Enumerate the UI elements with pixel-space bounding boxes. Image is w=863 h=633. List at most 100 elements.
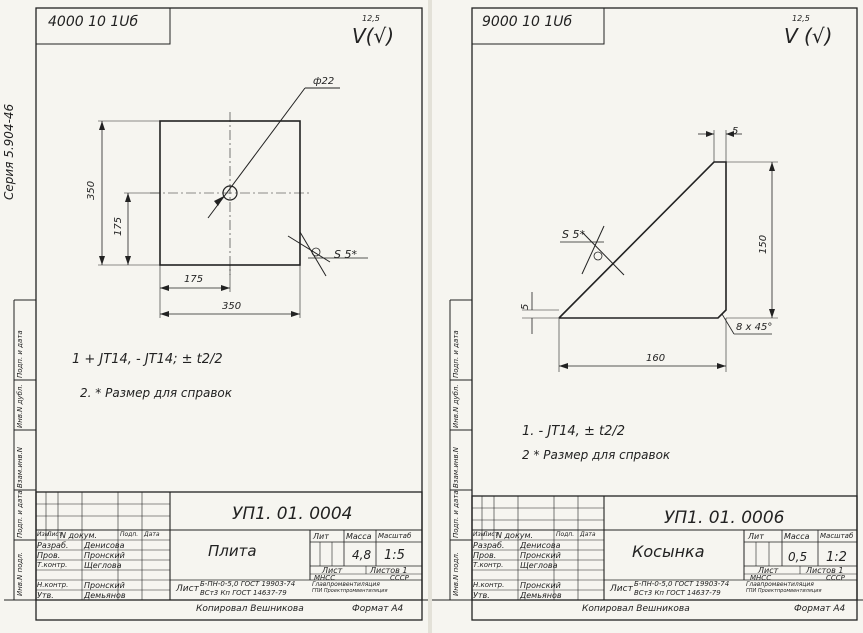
right-row-role-3: Т.контр. xyxy=(473,561,504,569)
right-role-list: Лист xyxy=(483,531,499,538)
right-row-name-4: Пронский xyxy=(520,581,561,590)
left-drawing-lines xyxy=(4,7,428,621)
right-org-2: СССР xyxy=(826,574,845,582)
left-row-role-5: Утв. xyxy=(37,591,54,600)
right-part-name: Косынка xyxy=(632,542,705,561)
left-corner-code: 4000 10 1Uб xyxy=(48,14,139,30)
left-roughness-value: 12,5 xyxy=(362,14,380,23)
drawing-sheet-left: 4000 10 1Uб 12,5 V(√) Серия 5.904-46 ф22… xyxy=(0,0,428,633)
right-material-2: ВСт3 Кп ГОСТ 14637-79 xyxy=(634,589,721,597)
right-row-role-4: Н.контр. xyxy=(473,581,505,589)
dim-175-vertical: 175 xyxy=(113,216,124,236)
left-footer-format: Формат А4 xyxy=(352,604,404,614)
right-mass: 0,5 xyxy=(788,550,808,564)
side-label-sign-2: Подп. и дата xyxy=(16,330,24,378)
right-side-label-sign-2: Подп. и дата xyxy=(452,330,460,378)
left-designation: УП1. 01. 0004 xyxy=(232,504,353,524)
left-material-1: Б-ПН-0-5,0 ГОСТ 19903-74 xyxy=(200,580,296,588)
note-tolerances: 1 + JT14, - JT14; ± t2/2 xyxy=(72,352,223,367)
left-row-name-3: Щеглова xyxy=(84,561,122,570)
right-row-role-2: Пров. xyxy=(473,551,497,560)
right-material-prefix: Лист xyxy=(610,584,633,594)
side-label-sign: Подп. и дата xyxy=(16,490,24,538)
drawing-sheet-right: 9000 10 1Uб 12,5 V (√) 5 150 5 8 x 45° 1… xyxy=(432,0,863,633)
left-org-2: СССР xyxy=(390,574,409,582)
left-role-sign: Подп. xyxy=(120,531,139,538)
sheet-divider xyxy=(428,0,432,633)
left-role-izm: Изм. xyxy=(37,531,52,538)
left-org-4: ГПИ Проектпромвентиляция xyxy=(312,588,388,594)
dim-175-horizontal: 175 xyxy=(184,274,204,285)
dim-350-horizontal: 350 xyxy=(222,301,242,312)
right-row-name-3: Щеглова xyxy=(520,561,558,570)
left-role-list: Лист xyxy=(47,531,63,538)
dim-350-vertical: 350 xyxy=(86,180,97,200)
right-side-label-dup: Инв.N дубл. xyxy=(452,384,460,428)
left-row-role-2: Пров. xyxy=(37,551,61,560)
left-sheets-label: Листов 1 xyxy=(370,566,408,575)
left-row-role-3: Т.контр. xyxy=(37,561,68,569)
left-row-name-1: Денисова xyxy=(84,541,125,550)
right-scale: 1:2 xyxy=(826,550,847,565)
right-org-1: МНСС xyxy=(750,574,772,582)
right-row-name-5: Демьянов xyxy=(520,591,562,600)
side-label-replace: Взам.инв.N xyxy=(16,446,24,488)
left-scale: 1:5 xyxy=(384,548,405,563)
right-roughness-value: 12,5 xyxy=(792,14,810,23)
right-roughness-symbol: V (√) xyxy=(784,24,833,48)
right-scale-label: Масштаб xyxy=(820,532,854,540)
left-sheet-label: Лист xyxy=(322,566,343,575)
right-row-role-1: Разраб. xyxy=(473,541,505,550)
right-sheets-label: Листов 1 xyxy=(806,566,844,575)
right-drawing-lines xyxy=(432,7,863,621)
right-role-date: Дата xyxy=(580,531,596,538)
left-row-name-4: Пронский xyxy=(84,581,125,590)
left-org-3: Главпромвентиляция xyxy=(312,581,380,588)
right-role-sign: Подп. xyxy=(556,531,575,538)
side-label-inv: Инв.N подл. xyxy=(16,551,24,596)
right-weld-label: S 5* xyxy=(562,228,585,241)
dim-diameter: ф22 xyxy=(313,76,335,87)
right-dim-5-top: 5 xyxy=(732,126,739,137)
right-side-label-sign: Подп. и дата xyxy=(452,490,460,538)
right-org-4: ГПИ Проектпромвентиляция xyxy=(746,588,822,594)
side-label-dup: Инв.N дубл. xyxy=(16,384,24,428)
left-scale-label: Масштаб xyxy=(378,532,412,540)
right-dim-150: 150 xyxy=(758,234,769,254)
right-footer-copied: Копировал Вешникова xyxy=(582,604,690,614)
left-org-1: МНСС xyxy=(314,574,336,582)
right-dim-5-left: 5 xyxy=(520,303,531,310)
left-mass: 4,8 xyxy=(352,548,372,562)
left-material-2: ВСт3 Кп ГОСТ 14637-79 xyxy=(200,589,287,597)
right-org-3: Главпромвентиляция xyxy=(746,581,814,588)
right-role-izm: Изм. xyxy=(473,531,488,538)
right-row-name-2: Пронский xyxy=(520,551,561,560)
right-note-reference: 2 * Размер для справок xyxy=(522,448,671,462)
left-lit-label: Лит xyxy=(313,532,329,541)
right-mass-label: Масса xyxy=(784,532,810,541)
left-row-name-2: Пронский xyxy=(84,551,125,560)
left-material-prefix: Лист xyxy=(176,584,199,594)
right-sheet-label: Лист xyxy=(758,566,779,575)
right-row-name-1: Денисова xyxy=(520,541,561,550)
note-reference: 2. * Размер для справок xyxy=(80,386,232,400)
right-note-tolerances: 1. - JT14, ± t2/2 xyxy=(522,424,625,439)
right-dim-160: 160 xyxy=(646,353,666,364)
right-side-label-replace: Взам.инв.N xyxy=(452,446,460,488)
left-role-date: Дата xyxy=(144,531,160,538)
left-roughness-symbol: V(√) xyxy=(352,24,395,48)
left-row-role-1: Разраб. xyxy=(37,541,69,550)
weld-label: S 5* xyxy=(334,248,357,261)
right-row-role-5: Утв. xyxy=(473,591,490,600)
right-role-doc: N докум. xyxy=(496,531,534,540)
left-row-role-4: Н.контр. xyxy=(37,581,69,589)
left-role-doc: N докум. xyxy=(60,531,98,540)
left-row-name-5: Демьянов xyxy=(84,591,126,600)
right-dim-chamfer: 8 x 45° xyxy=(736,322,773,333)
right-corner-code: 9000 10 1Uб xyxy=(482,14,573,30)
right-material-1: Б-ПН-0-5,0 ГОСТ 19903-74 xyxy=(634,580,730,588)
right-side-label-inv: Инв.N подл. xyxy=(452,551,460,596)
left-mass-label: Масса xyxy=(346,532,372,541)
right-footer-format: Формат А4 xyxy=(794,604,846,614)
left-part-name: Плита xyxy=(208,542,257,560)
